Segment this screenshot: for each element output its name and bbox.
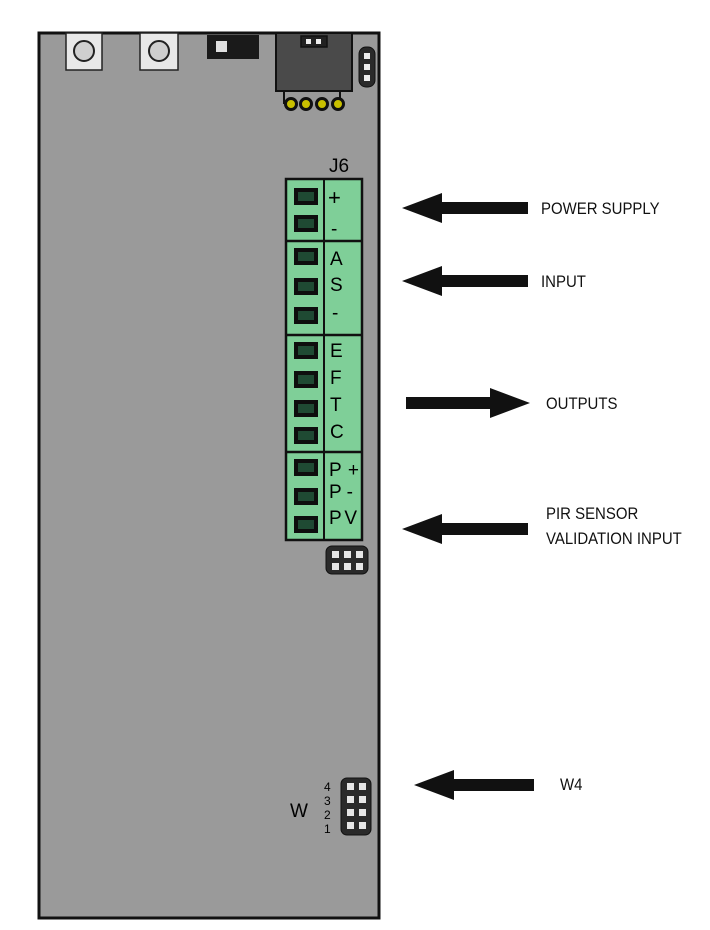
jumper-pin bbox=[359, 822, 366, 829]
header-pin bbox=[344, 551, 351, 558]
callout-pir-line1: PIR SENSOR bbox=[546, 504, 639, 523]
header-pin bbox=[332, 563, 339, 570]
terminal-letter-t: T bbox=[330, 395, 342, 416]
terminal-letter-a: A bbox=[330, 249, 343, 270]
header-pin bbox=[332, 551, 339, 558]
jumper-pin bbox=[347, 809, 354, 816]
header-pin bbox=[344, 563, 351, 570]
terminal-block bbox=[284, 177, 364, 542]
terminal-letter-power-plus: + bbox=[328, 185, 341, 210]
jumper-number-1: 1 bbox=[324, 822, 331, 836]
top-connector bbox=[275, 32, 353, 111]
jumper-pin bbox=[347, 796, 354, 803]
callout-outputs: OUTPUTS bbox=[546, 394, 618, 413]
terminal-socket-hole bbox=[298, 520, 314, 529]
terminal-socket-hole bbox=[298, 404, 314, 413]
callout-input: INPUT bbox=[541, 272, 586, 291]
arrow-power-supply bbox=[402, 193, 528, 223]
jumper-number-2: 2 bbox=[324, 808, 331, 822]
arrow-outputs bbox=[406, 388, 530, 418]
callout-power-supply: POWER SUPPLY bbox=[541, 199, 660, 218]
connector-label: J6 bbox=[329, 156, 349, 177]
jumper-number-3: 3 bbox=[324, 794, 331, 808]
terminal-sockets bbox=[294, 188, 318, 533]
terminal-socket-hole bbox=[298, 431, 314, 440]
jumper-label: W bbox=[290, 801, 308, 822]
arrow-pir-sensor bbox=[402, 514, 528, 544]
terminal-letter-e: E bbox=[330, 341, 343, 362]
jumper-number-4: 4 bbox=[324, 780, 331, 794]
callout-w4: W4 bbox=[560, 775, 583, 794]
terminal-socket-hole bbox=[298, 252, 314, 261]
terminal-socket-hole bbox=[298, 192, 314, 201]
terminal-letter-s: S bbox=[330, 275, 343, 296]
dip-switch bbox=[207, 35, 259, 59]
terminal-letter-p-minus: P- bbox=[329, 482, 353, 503]
terminal-letter-c: C bbox=[330, 422, 344, 443]
terminal-socket-hole bbox=[298, 282, 314, 291]
callout-pir-line2: VALIDATION INPUT bbox=[546, 529, 682, 548]
pushbutton-1 bbox=[65, 32, 103, 71]
arrow-w4 bbox=[414, 770, 534, 800]
terminal-socket-hole bbox=[298, 463, 314, 472]
terminal-socket-hole bbox=[298, 219, 314, 228]
jumper-w4 bbox=[340, 777, 372, 836]
pushbutton-2 bbox=[139, 32, 179, 71]
jumper-pin bbox=[359, 783, 366, 790]
jumper-pin bbox=[347, 822, 354, 829]
terminal-letter-f: F bbox=[330, 368, 342, 389]
terminal-socket-hole bbox=[298, 492, 314, 501]
jumper-pin bbox=[359, 796, 366, 803]
six-pin-header bbox=[325, 545, 369, 575]
jumper-pin bbox=[359, 809, 366, 816]
header-pin bbox=[356, 563, 363, 570]
jumper-pin bbox=[347, 783, 354, 790]
three-pin-header bbox=[358, 46, 376, 88]
terminal-socket-hole bbox=[298, 346, 314, 355]
header-pin bbox=[356, 551, 363, 558]
terminal-socket-hole bbox=[298, 375, 314, 384]
terminal-letter-input-minus: - bbox=[332, 303, 338, 324]
arrow-input bbox=[402, 266, 528, 296]
terminal-letter-power-minus: - bbox=[331, 219, 337, 240]
terminal-socket-hole bbox=[298, 311, 314, 320]
jumper-position-numbers: 4 3 2 1 bbox=[324, 780, 331, 836]
